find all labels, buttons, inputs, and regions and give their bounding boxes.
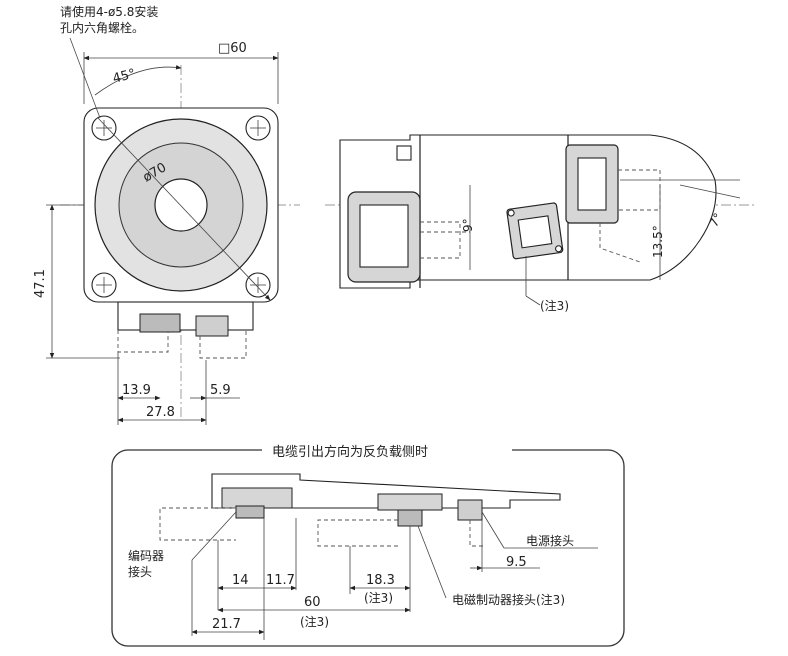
brake-connector-label: 电磁制动器接头(注3) <box>452 592 565 607</box>
encoder-label-line1: 编码器 <box>128 548 164 563</box>
mounting-hole <box>245 272 271 298</box>
dim-14-label: 14 <box>232 573 249 588</box>
angle-45-label: 45° <box>111 66 137 86</box>
encoder-label-line2: 接头 <box>128 564 152 579</box>
mounting-hole <box>245 115 271 141</box>
dim-21-7-label: 21.7 <box>212 617 241 632</box>
square-size-label: □60 <box>218 41 247 56</box>
brake-connector <box>506 202 564 260</box>
dim-60-label: 60 <box>304 595 321 610</box>
reverse-direction-box: 电缆引出方向为反负载侧时 编码器 接头 电源接头 <box>111 440 625 647</box>
dim-left-label: 13.9 <box>122 383 151 398</box>
mount-note-line1: 请使用4-ø5.8安装 <box>60 4 158 19</box>
power-connector-label: 电源接头 <box>526 533 574 548</box>
dim-total-label: 27.8 <box>146 405 175 420</box>
dim-18-3-note: (注3) <box>364 590 393 605</box>
side-view: 9° 13.5° 7° (注3) <box>325 134 755 313</box>
front-view: 请使用4-ø5.8安装 孔内六角螺栓。 □60 45° ø70 47.1 13.… <box>33 4 300 425</box>
mount-note-line2: 孔内六角螺栓。 <box>60 20 144 35</box>
mounting-hole <box>91 115 117 141</box>
height-dim-label: 47.1 <box>33 269 48 298</box>
angle-9-label: 9° <box>461 218 475 232</box>
dim-9-5-label: 9.5 <box>506 555 527 570</box>
dim-right-label: 5.9 <box>210 383 231 398</box>
dim-60-note: (注3) <box>300 614 329 629</box>
reverse-box-title: 电缆引出方向为反负载侧时 <box>272 444 428 460</box>
dim-18-3-label: 18.3 <box>366 573 395 588</box>
note3-label: (注3) <box>540 298 569 313</box>
mounting-hole <box>91 272 117 298</box>
dim-11-7-label: 11.7 <box>266 573 295 588</box>
angle-7-label: 7° <box>706 211 725 230</box>
angle-13-5-label: 13.5° <box>651 225 665 258</box>
